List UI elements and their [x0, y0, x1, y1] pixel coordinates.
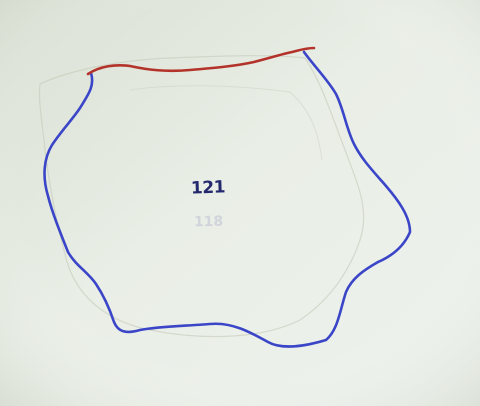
shape-number-label: 121 — [191, 177, 226, 198]
faint-number-label: 118 — [194, 214, 224, 231]
